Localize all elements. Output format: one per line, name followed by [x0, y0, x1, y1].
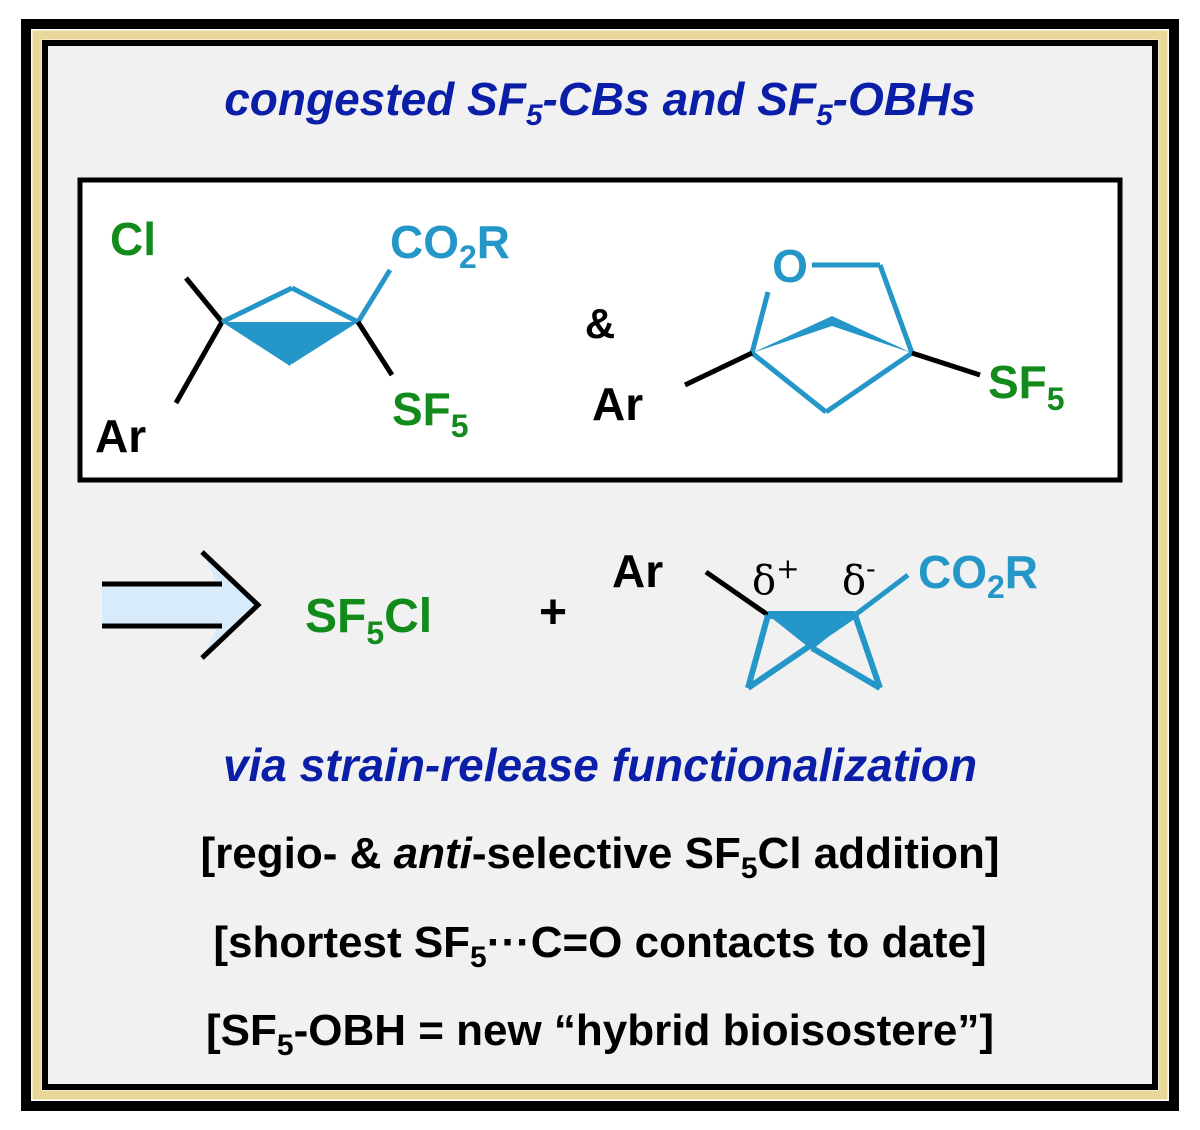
- obh-bond-ch2-c: [877, 264, 915, 354]
- cl-label: Cl: [110, 213, 156, 265]
- ring-bond-2: [290, 285, 360, 325]
- obh-bond-lower-1: [750, 351, 828, 414]
- obh-bond-lower-2: [824, 350, 914, 415]
- bullet-line-1: [regio- & anti-selective SF5Cl addition]: [200, 829, 999, 885]
- via-line: via strain-release functionalization: [223, 739, 977, 791]
- co2r-label: CO2R: [390, 216, 510, 275]
- obh-ar-label: Ar: [592, 378, 643, 430]
- bicyclobutane: Ar δ+ δ- CO2R: [612, 545, 1038, 691]
- obh-sf5-label: SF5: [988, 356, 1065, 417]
- bond-c-cl: [184, 276, 224, 324]
- sf5-cb-structure: Cl CO2R Ar SF5: [95, 213, 510, 462]
- ring-wedge-left: [222, 322, 294, 366]
- outer-border: [21, 19, 1179, 1111]
- bcb-bond-diag: [746, 612, 857, 691]
- bcb-ar-label: Ar: [612, 545, 663, 597]
- ring-bond-1: [220, 285, 294, 325]
- bcb-bond-co2r: [853, 573, 910, 617]
- bcb-bond-left-down: [745, 614, 771, 689]
- delta-plus: δ+: [752, 552, 800, 604]
- obh-bond-sf5: [911, 350, 981, 378]
- bcb-bond-back: [810, 645, 882, 691]
- bond-c-ar: [173, 320, 225, 405]
- structures-box: [77, 177, 1123, 483]
- bond-c-co2r: [355, 268, 393, 324]
- bcb-bond-ar: [704, 569, 770, 618]
- retro-arrow-head: [200, 550, 262, 660]
- obh-bond-c-o: [749, 291, 771, 354]
- obh-wedge: [752, 316, 912, 353]
- ampersand: &: [585, 300, 615, 347]
- ring-wedge-front: [222, 322, 358, 364]
- sf5-obh-structure: O Ar SF5: [592, 240, 1065, 430]
- bcb-bond-right-down: [852, 614, 883, 689]
- bullet-line-2: [shortest SF5···C=O contacts to date]: [213, 918, 986, 974]
- bond-c-sf5: [355, 320, 395, 377]
- bcb-central-wedge: [768, 615, 855, 650]
- gold-border: [32, 30, 1168, 1100]
- retro-arrow: [102, 550, 262, 660]
- title: congested SF5-CBs and SF5-OBHs: [224, 73, 976, 132]
- plus-sign: +: [539, 586, 567, 639]
- obh-bond-ar: [683, 350, 754, 388]
- ar-label: Ar: [95, 410, 146, 462]
- retro-arrow-fill: [102, 552, 258, 658]
- bullet-line-3: [SF5-OBH = new “hybrid bioisostere”]: [206, 1006, 994, 1062]
- o-label: O: [772, 240, 808, 292]
- sf5-label: SF5: [392, 383, 469, 444]
- reagent-sf5cl: SF5Cl: [305, 590, 432, 651]
- delta-minus: δ-: [842, 552, 876, 604]
- bcb-co2r-label: CO2R: [918, 546, 1038, 605]
